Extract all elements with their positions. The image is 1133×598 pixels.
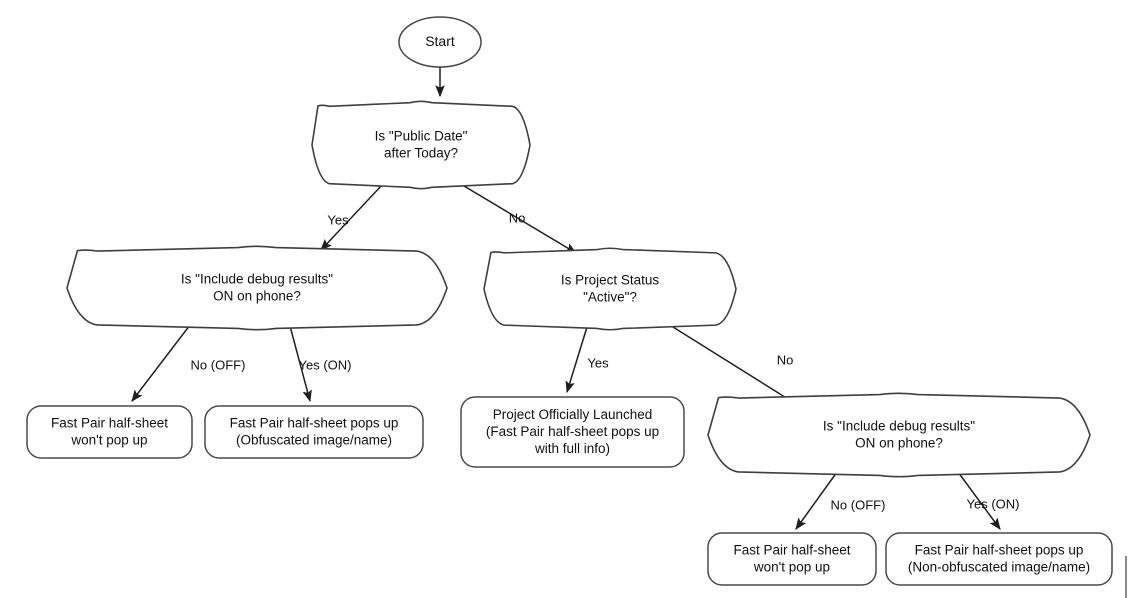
node-decision-public-date[interactable]: Is "Public Date"after Today? (311, 100, 531, 190)
result-right-on-shape (885, 532, 1113, 586)
node-result-left-on[interactable]: Fast Pair half-sheet pops up(Obfuscated … (204, 405, 424, 459)
edge-debug-right-no-off (795, 471, 838, 530)
result-left-on-shape (204, 405, 424, 459)
decision-debug-left-label: Is "Include debug results"ON on phone? (181, 271, 333, 303)
node-start[interactable]: Start (398, 16, 482, 68)
edge-project-status-yes (565, 326, 588, 394)
edge-debug-left-no-off (131, 324, 191, 402)
node-decision-debug-left[interactable]: Is "Include debug results"ON on phone? (66, 245, 448, 331)
edge-label-public-date-yes: Yes (327, 212, 349, 227)
edge-public-date-yes (320, 183, 384, 251)
decision-debug-left-shape (66, 245, 448, 331)
node-decision-project-status[interactable]: Is Project Status"Active"? (483, 247, 737, 331)
node-result-launched[interactable]: Project Officially Launched(Fast Pair ha… (460, 396, 685, 468)
result-launched-shape (460, 396, 685, 468)
start-ellipse-shape (398, 16, 482, 68)
decision-debug-right-label: Is "Include debug results"ON on phone? (823, 418, 975, 450)
edge-public-date-no (458, 182, 578, 254)
decision-debug-right-shape (707, 392, 1091, 478)
decision-project-status-shape (483, 247, 737, 331)
edge-label-project-status-yes: Yes (587, 355, 609, 370)
edge-debug-left-yes-on (289, 325, 312, 403)
edge-label-public-date-no: No (509, 210, 526, 225)
result-right-on-label: Fast Pair half-sheet pops up(Non-obfusca… (908, 542, 1090, 574)
edge-label-debug-right-yes-on: Yes (ON) (967, 496, 1020, 511)
result-launched-label: Project Officially Launched(Fast Pair ha… (486, 407, 659, 456)
edge-debug-right-yes-on (957, 471, 1001, 530)
edge-label-debug-right-no-off: No (OFF) (831, 497, 886, 512)
node-decision-debug-right[interactable]: Is "Include debug results"ON on phone? (707, 392, 1091, 478)
decision-public-date-shape (311, 100, 531, 190)
edge-label-layer: Yes No No (OFF) Yes (ON) Yes No No (OFF)… (191, 210, 1020, 512)
result-left-on-label: Fast Pair half-sheet pops up(Obfuscated … (230, 415, 399, 447)
node-result-right-on[interactable]: Fast Pair half-sheet pops up(Non-obfusca… (885, 532, 1113, 586)
result-left-off-shape (26, 405, 193, 459)
edge-label-debug-left-yes-on: Yes (ON) (299, 357, 352, 372)
decision-project-status-label: Is Project Status"Active"? (561, 272, 660, 304)
edge-label-project-status-no: No (777, 352, 794, 367)
result-right-off-shape (707, 532, 877, 586)
start-label: Start (425, 33, 455, 49)
edge-label-debug-left-no-off: No (OFF) (191, 357, 246, 372)
edge-layer (131, 67, 1001, 530)
decision-public-date-label: Is "Public Date"after Today? (375, 128, 468, 160)
